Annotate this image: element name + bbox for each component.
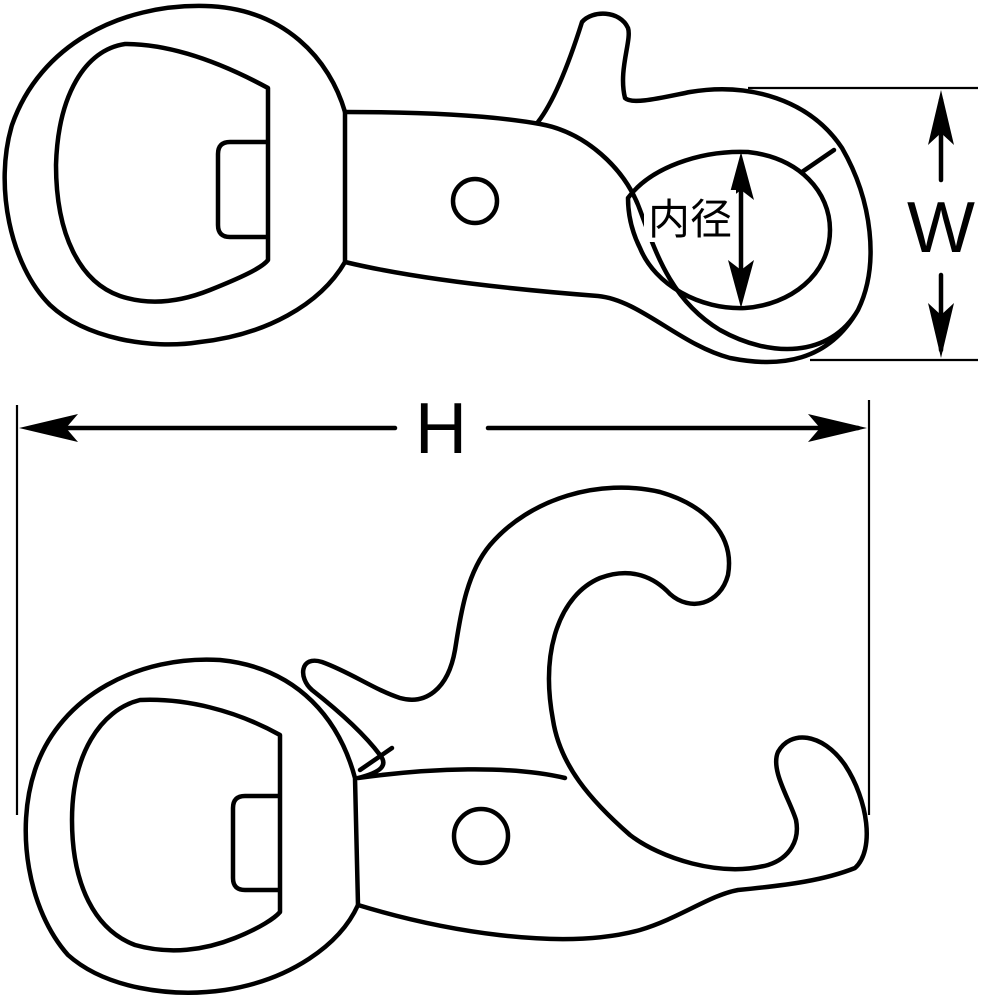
open-gate-tip	[357, 745, 395, 773]
swivel-eye-outer	[2, 3, 348, 347]
hook-body	[342, 11, 873, 365]
swivel-pin-block	[215, 139, 269, 240]
width-arrow-up	[928, 90, 954, 145]
open-snap-hook	[23, 485, 869, 995]
width-dimension: W	[748, 86, 978, 362]
height-dimension: H	[15, 389, 871, 815]
width-label: W	[907, 188, 975, 268]
inner-diameter-label-bg	[644, 190, 736, 242]
inner-diameter-arrow-up	[728, 152, 754, 200]
open-swivel-eye-outer	[23, 657, 361, 995]
gate-seam	[799, 147, 837, 175]
inner-diameter-label: 内径	[648, 195, 732, 244]
open-rivet	[451, 806, 511, 866]
swivel-eye-inner	[53, 41, 271, 304]
open-swivel-eye-inner	[69, 697, 283, 953]
open-hook-body	[300, 485, 869, 942]
inner-diameter-arrow-down	[728, 260, 754, 308]
hook-inner-opening	[625, 149, 833, 311]
closed-snap-hook	[2, 3, 873, 365]
height-label: H	[415, 389, 467, 469]
rivet	[450, 176, 500, 226]
height-arrow-left	[19, 414, 78, 442]
width-arrow-down	[928, 303, 954, 358]
inner-diameter-dimension: 内径	[644, 152, 754, 308]
height-arrow-right	[808, 414, 867, 442]
open-swivel-pin-block	[230, 793, 281, 893]
